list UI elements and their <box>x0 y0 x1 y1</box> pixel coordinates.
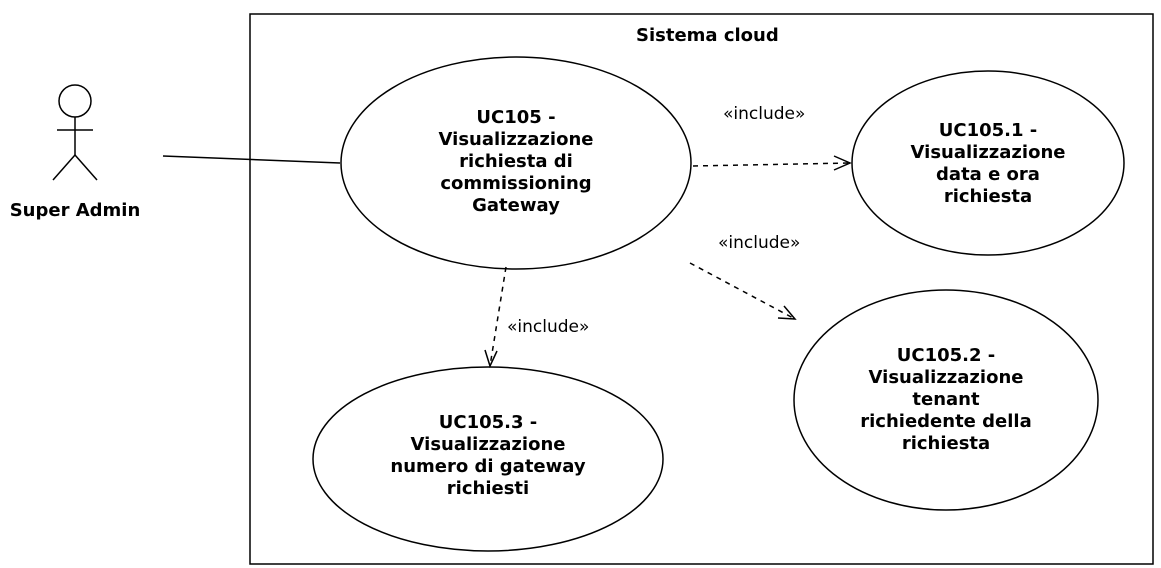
include-line-uc105-3 <box>489 266 507 367</box>
include-stereotype-label: «include» <box>718 233 801 253</box>
include-stereotype-label: «include» <box>507 317 590 337</box>
use-case-uc105-1[interactable] <box>851 70 1125 256</box>
use-case-uc105-3[interactable] <box>312 366 664 552</box>
use-case-label-uc105-1: UC105.1 - Visualizzazione data e ora ric… <box>910 120 1066 207</box>
arrowhead-icon <box>484 349 498 369</box>
arrowhead-icon <box>833 155 852 171</box>
actor-label: Super Admin <box>9 200 141 221</box>
use-case-label-uc105: UC105 - Visualizzazione richiesta di com… <box>438 107 594 216</box>
use-case-label-uc105-3: UC105.3 - Visualizzazione numero di gate… <box>390 412 586 499</box>
arrowhead-icon <box>777 305 797 320</box>
use-case-uc105[interactable] <box>340 56 692 270</box>
use-case-label-uc105-2: UC105.2 - Visualizzazione tenant richied… <box>860 345 1032 454</box>
use-case-uc105-2[interactable] <box>793 289 1099 511</box>
include-line-uc105-1 <box>692 162 851 167</box>
system-title: Sistema cloud <box>636 25 779 46</box>
include-stereotype-label: «include» <box>723 104 806 124</box>
association-line <box>162 155 341 164</box>
stick-figure-actor-icon <box>52 84 98 181</box>
